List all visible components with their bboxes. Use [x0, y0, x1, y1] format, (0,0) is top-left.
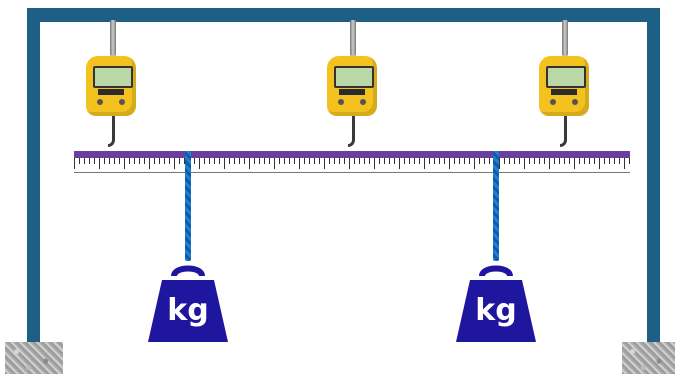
frame-left-post	[27, 8, 40, 348]
left-scale-button	[119, 99, 125, 105]
left-scale-hanger	[110, 20, 116, 56]
weight-label: kg	[475, 293, 517, 328]
middle-scale-label-plate	[339, 89, 365, 95]
kg-weight-icon	[148, 265, 228, 342]
meter-stick-ticks	[74, 158, 630, 173]
frame-right-post	[647, 8, 660, 348]
weight-label: kg	[167, 293, 209, 328]
middle-scale-hook	[348, 116, 355, 147]
right-kg-weight: kg	[452, 258, 540, 346]
middle-scale-hanger	[350, 20, 356, 56]
right-spring-scale	[539, 56, 589, 116]
right-weight-rope	[493, 151, 499, 261]
kg-weight-icon	[456, 265, 536, 342]
middle-scale-button	[338, 99, 344, 105]
right-scale-hook	[560, 116, 567, 147]
left-scale-display	[93, 66, 133, 88]
meter-stick	[74, 151, 630, 158]
right-scale-hanger	[562, 20, 568, 56]
middle-scale-display	[334, 66, 374, 88]
middle-spring-scale	[327, 56, 377, 116]
left-scale-label-plate	[98, 89, 124, 95]
right-scale-display	[546, 66, 586, 88]
frame-top-beam	[27, 8, 660, 22]
left-kg-weight: kg	[144, 258, 232, 346]
left-spring-scale	[86, 56, 136, 116]
left-scale-hook	[108, 116, 115, 147]
left-scale-button	[97, 99, 103, 105]
left-weight-rope	[185, 151, 191, 261]
left-base-block	[5, 342, 63, 374]
right-scale-label-plate	[551, 89, 577, 95]
right-scale-button	[572, 99, 578, 105]
right-base-block	[622, 342, 675, 374]
right-scale-button	[550, 99, 556, 105]
middle-scale-button	[360, 99, 366, 105]
